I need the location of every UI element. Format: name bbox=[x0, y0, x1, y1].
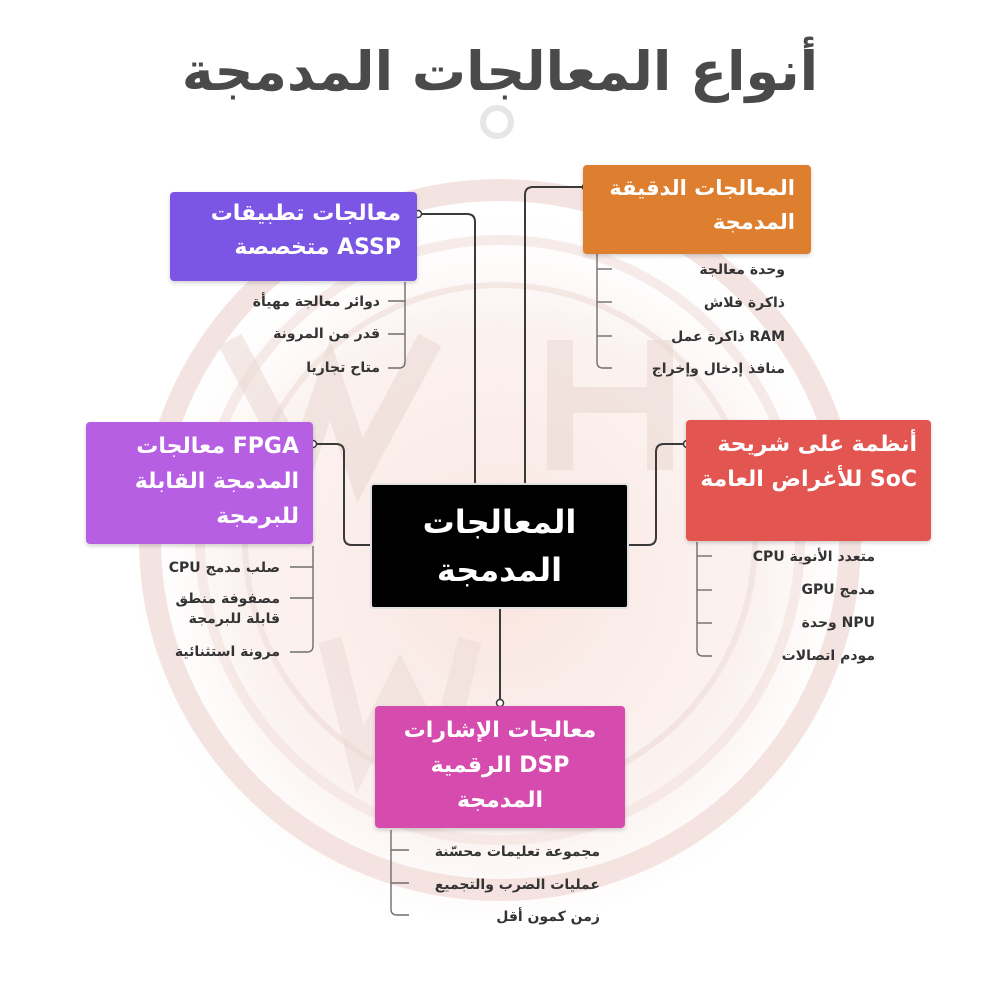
list-item: مصفوفة منطق قابلة للبرمجة bbox=[175, 591, 281, 627]
list-item: متاح تجاريا bbox=[306, 360, 380, 376]
list-item: ذاكرة فلاش bbox=[703, 295, 785, 311]
node-fpga: FPGA معالجات المدمجة القابلة للبرمجة bbox=[86, 422, 313, 544]
node-soc: أنظمة على شريحة SoC للأغراض العامة bbox=[686, 420, 931, 541]
node-fpga-label: FPGA معالجات المدمجة القابلة للبرمجة bbox=[134, 434, 299, 529]
node-soc-label: أنظمة على شريحة SoC للأغراض العامة bbox=[700, 432, 917, 492]
node-micro: المعالجات الدقيقة المدمجة bbox=[583, 165, 811, 254]
list-item: عمليات الضرب والتجميع bbox=[434, 877, 600, 893]
list-dsp: مجموعة تعليمات محسّنة عمليات الضرب والتج… bbox=[400, 840, 600, 930]
list-assp: دوائر معالجة مهيأة قدر من المرونة متاح ت… bbox=[170, 290, 380, 380]
list-soc: متعدد الأنوية CPU مدمج GPU NPU وحدة مودم… bbox=[715, 545, 875, 667]
list-item: مرونة استثنائية bbox=[174, 644, 280, 660]
list-item: مجموعة تعليمات محسّنة bbox=[434, 844, 600, 860]
node-micro-label: المعالجات الدقيقة المدمجة bbox=[609, 176, 795, 234]
list-item: وحدة معالجة bbox=[699, 262, 785, 278]
list-item: مودم اتصالات bbox=[781, 648, 875, 664]
list-item: دوائر معالجة مهيأة bbox=[252, 294, 380, 310]
list-fpga: صلب مدمج CPU مصفوفة منطق قابلة للبرمجة م… bbox=[140, 556, 280, 666]
list-item: RAM ذاكرة عمل bbox=[671, 329, 785, 345]
node-assp-label: معالجات تطبيقات ASSP متخصصة bbox=[210, 201, 401, 260]
list-item: منافذ إدخال وإخراج bbox=[651, 361, 785, 377]
page-title: أنواع المعالجات المدمجة bbox=[181, 40, 819, 103]
node-assp: معالجات تطبيقات ASSP متخصصة bbox=[170, 192, 417, 281]
list-item: زمن كمون أقل bbox=[496, 909, 600, 925]
list-item: NPU وحدة bbox=[801, 615, 875, 631]
center-node: المعالجات المدمجة bbox=[370, 483, 629, 609]
node-dsp-label: معالجات الإشارات DSP الرقمية المدمجة bbox=[403, 718, 597, 813]
node-dsp: معالجات الإشارات DSP الرقمية المدمجة bbox=[375, 706, 625, 828]
list-item: متعدد الأنوية CPU bbox=[752, 549, 875, 565]
list-micro: وحدة معالجة ذاكرة فلاش RAM ذاكرة عمل منا… bbox=[615, 258, 785, 378]
list-item: صلب مدمج CPU bbox=[168, 560, 280, 576]
list-item: قدر من المرونة bbox=[273, 326, 380, 342]
list-item: مدمج GPU bbox=[801, 582, 875, 598]
center-node-label: المعالجات المدمجة bbox=[422, 503, 577, 589]
